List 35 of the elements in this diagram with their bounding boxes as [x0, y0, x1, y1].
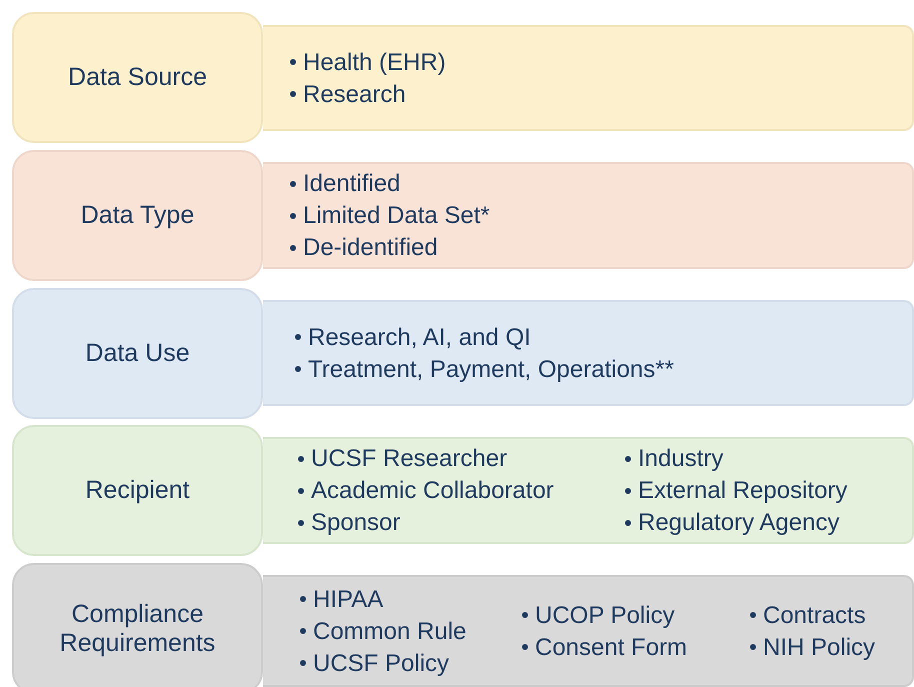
category-box — [12, 563, 263, 687]
category-label: Recipient — [84, 476, 191, 505]
list-item: UCOP Policy — [535, 602, 675, 628]
list-item: UCSF Researcher — [311, 445, 508, 472]
list-item: Consent Form — [535, 634, 688, 660]
list-item: Treatment, Payment, Operations** — [308, 356, 674, 382]
list-item: Regulatory Agency — [638, 509, 840, 536]
list-item: Health (EHR) — [303, 48, 446, 76]
list-item: UCSF Policy — [313, 650, 450, 676]
list-item: Sponsor — [311, 509, 400, 536]
list-item: Research — [303, 80, 406, 108]
list-item: Identified — [303, 170, 400, 197]
list-panel — [263, 300, 914, 406]
category-box — [12, 12, 263, 143]
list-item: Limited Data Set* — [303, 202, 490, 229]
category-box — [12, 288, 263, 419]
list-item: Research, AI, and QI — [308, 324, 531, 350]
list-item: External Repository — [638, 477, 848, 504]
list-panel — [263, 162, 914, 269]
category-label: Data Use — [84, 339, 191, 368]
category-label: Data Type — [80, 201, 196, 230]
list-item: De-identified — [303, 234, 438, 261]
category-box — [12, 150, 263, 281]
list-item: Industry — [638, 445, 724, 472]
list-panel — [263, 437, 914, 544]
category-label: Data Source — [67, 63, 208, 92]
list-item: Common Rule — [313, 618, 466, 644]
list-item: HIPAA — [313, 586, 384, 612]
list-panel — [263, 25, 914, 131]
list-item: Contracts — [763, 602, 866, 628]
category-box — [12, 425, 263, 556]
list-item: Academic Collaborator — [311, 477, 554, 504]
list-item: NIH Policy — [763, 634, 876, 660]
list-panel — [263, 575, 914, 687]
category-label: Compliance Requirements — [58, 600, 216, 658]
